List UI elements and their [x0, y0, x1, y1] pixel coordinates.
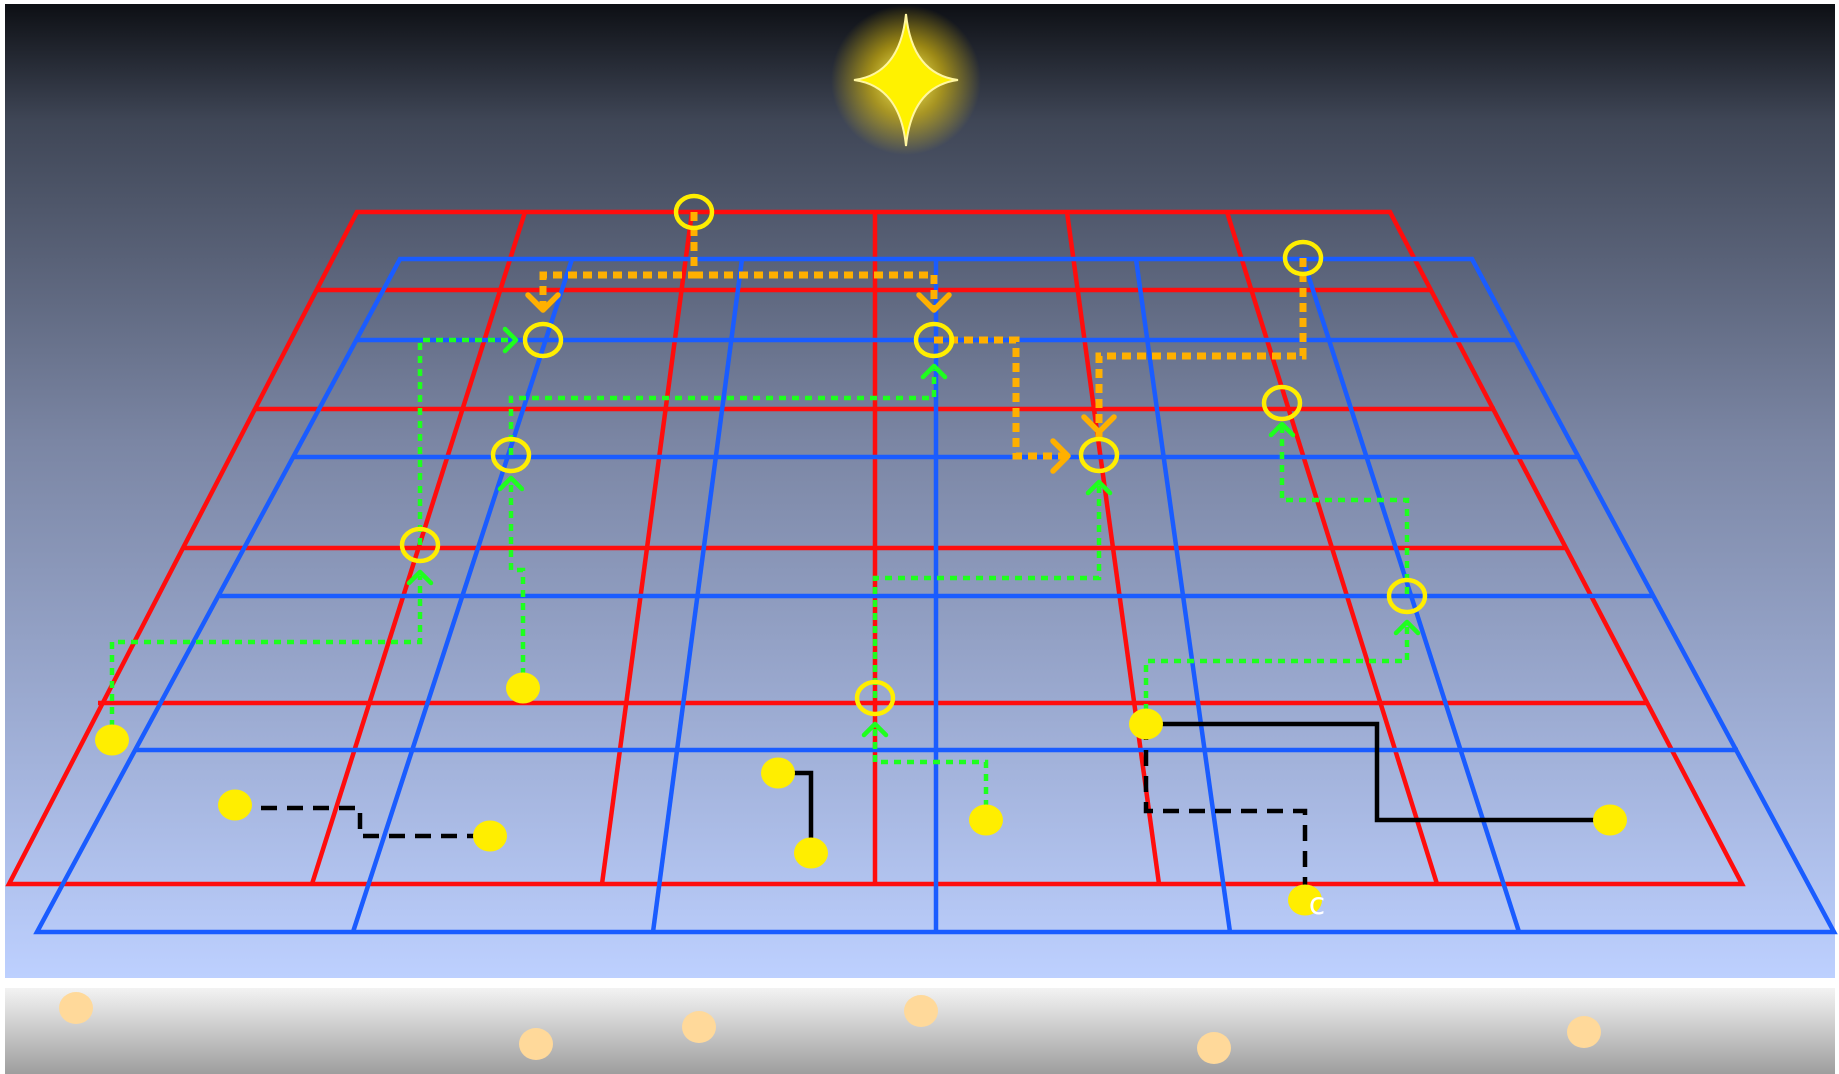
filled-node — [95, 725, 129, 756]
floor-dot — [1197, 1032, 1231, 1064]
filled-node — [473, 821, 507, 852]
floor-dot — [519, 1028, 553, 1060]
floor-dot — [1567, 1016, 1601, 1048]
filled-node — [969, 805, 1003, 836]
floor-dot — [682, 1011, 716, 1043]
filled-node — [506, 673, 540, 704]
floor-dot — [904, 995, 938, 1027]
star-icon — [831, 5, 981, 155]
filled-node — [218, 790, 252, 821]
filled-node — [1593, 805, 1627, 836]
floor-dot — [59, 992, 93, 1024]
node-label-c: c — [1309, 887, 1326, 922]
filled-node — [794, 838, 828, 869]
filled-node — [1129, 709, 1163, 740]
filled-node — [761, 758, 795, 789]
